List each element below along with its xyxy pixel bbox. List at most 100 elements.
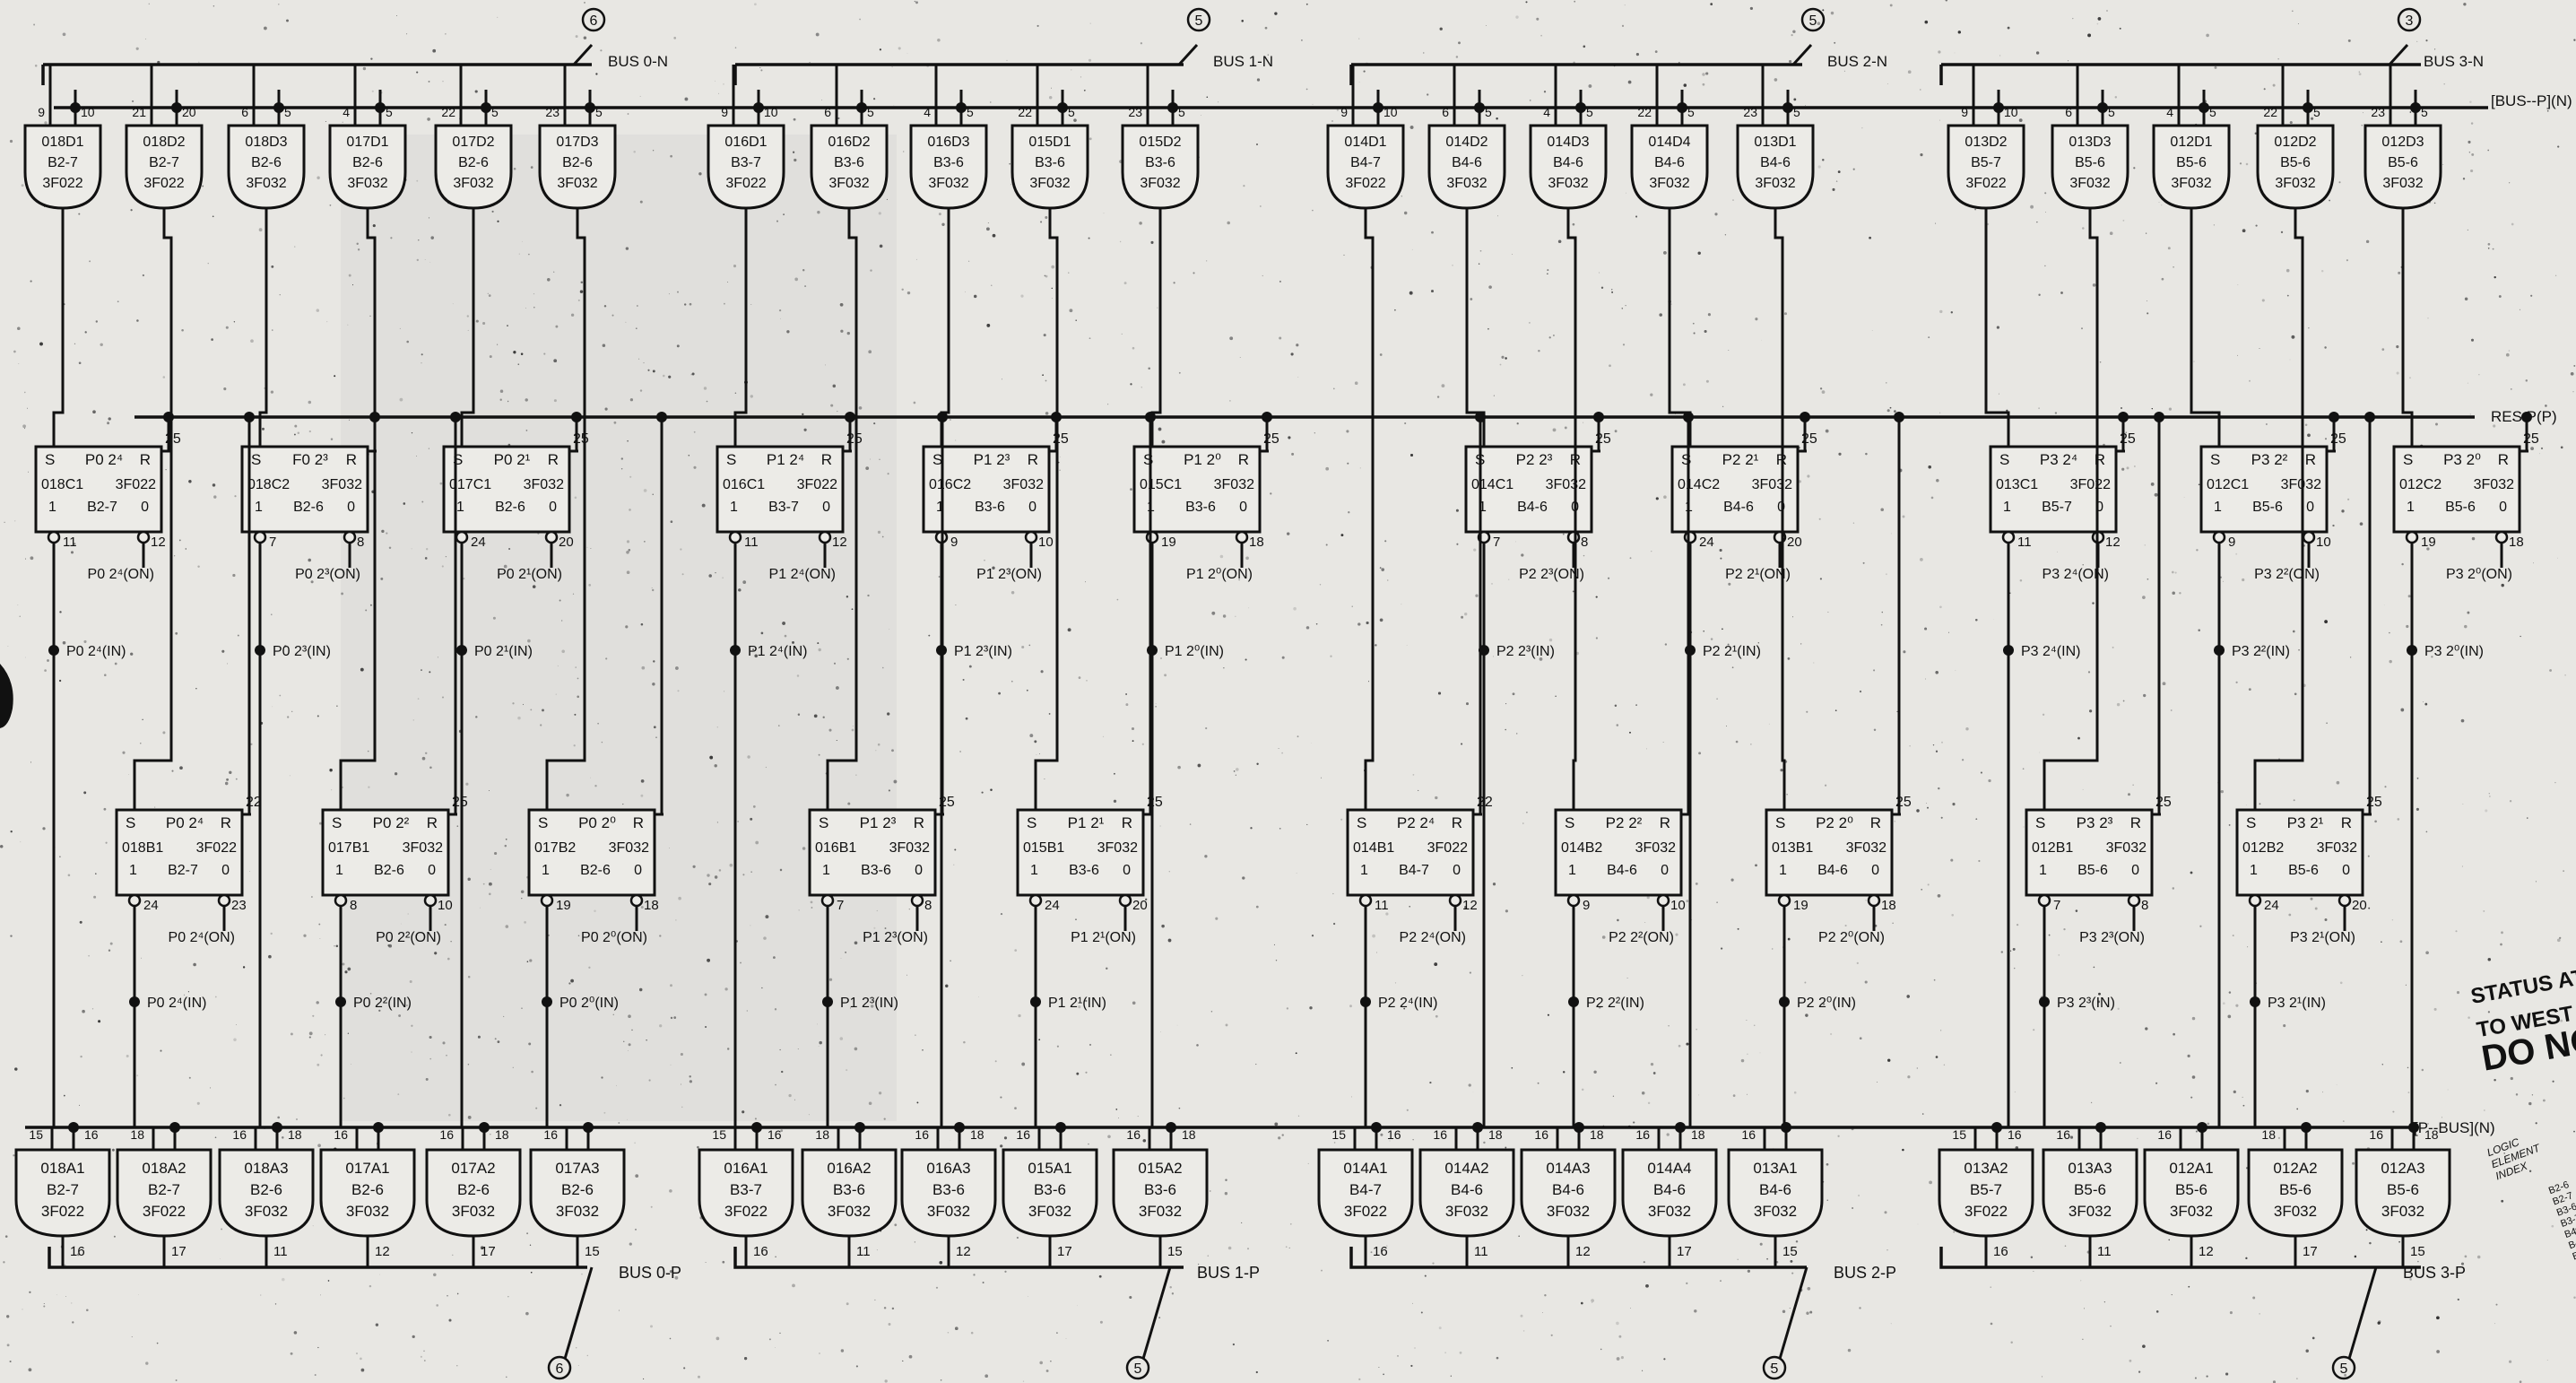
speckle xyxy=(1123,282,1127,285)
speckle xyxy=(1572,222,1575,226)
speckle xyxy=(2112,646,2114,648)
bus-to-p-label: [BUS--P](N) xyxy=(2491,92,2572,109)
speckle xyxy=(575,666,577,668)
speckle xyxy=(540,724,542,726)
speckle xyxy=(2447,1089,2449,1091)
speckle xyxy=(792,1283,795,1288)
speckle xyxy=(1825,784,1827,787)
speckle xyxy=(1496,215,1499,217)
speckle xyxy=(1574,0,1576,3)
speckle xyxy=(2206,33,2209,38)
speckle xyxy=(670,984,672,987)
speckle xyxy=(2434,48,2436,50)
speckle xyxy=(270,390,274,394)
speckle xyxy=(1635,704,1637,706)
speckle xyxy=(2464,1255,2468,1258)
speckle xyxy=(643,489,647,492)
speckle xyxy=(1642,1136,1644,1139)
speckle xyxy=(1515,15,1519,19)
speckle xyxy=(2469,100,2472,103)
speckle xyxy=(492,616,496,620)
speckle xyxy=(303,934,307,937)
speckle xyxy=(670,154,672,158)
speckle xyxy=(175,631,178,635)
speckle xyxy=(1327,1339,1330,1342)
speckle xyxy=(650,1325,653,1328)
pin-number: 10 xyxy=(764,105,778,119)
speckle xyxy=(1088,58,1092,62)
speckle xyxy=(1759,1052,1761,1054)
speckle xyxy=(188,1076,191,1079)
speckle xyxy=(846,1302,849,1306)
speckle xyxy=(922,1049,924,1051)
speckle xyxy=(1332,892,1334,895)
speckle xyxy=(308,400,312,404)
speckle xyxy=(1307,1162,1309,1164)
speckle xyxy=(1386,1245,1388,1247)
speckle xyxy=(947,1331,950,1334)
speckle xyxy=(1080,76,1082,78)
speckle xyxy=(2229,1311,2233,1315)
speckle xyxy=(524,921,526,924)
speckle xyxy=(670,1064,672,1066)
speckle xyxy=(2470,122,2474,125)
speckle xyxy=(277,1116,281,1119)
speckle xyxy=(318,822,322,825)
speckle xyxy=(1205,726,1208,730)
speckle xyxy=(1880,623,1883,626)
speckle xyxy=(1787,657,1791,660)
speckle xyxy=(1085,1071,1088,1074)
speckle xyxy=(2144,544,2146,546)
speckle xyxy=(884,1379,888,1383)
speckle xyxy=(2022,768,2025,770)
speckle xyxy=(626,540,630,544)
speckle xyxy=(561,649,565,654)
speckle xyxy=(644,541,646,543)
gate-location: B3-7 xyxy=(731,155,761,170)
speckle xyxy=(2248,688,2251,692)
speckle xyxy=(1227,221,1230,225)
speckle xyxy=(1843,70,1845,72)
speckle xyxy=(2016,923,2019,926)
speckle xyxy=(1939,119,1940,121)
speckle xyxy=(1045,216,1048,219)
speckle xyxy=(810,900,813,904)
speckle xyxy=(67,874,71,877)
speckle xyxy=(873,926,876,929)
speckle xyxy=(214,996,217,998)
gate-type: 3F032 xyxy=(246,176,286,191)
speckle xyxy=(915,1034,916,1036)
gate-location: B2-6 xyxy=(458,155,489,170)
speckle xyxy=(290,1032,293,1036)
speckle xyxy=(1387,579,1389,581)
speckle xyxy=(913,401,916,404)
speckle xyxy=(881,535,884,538)
speckle xyxy=(145,1361,149,1365)
speckle xyxy=(1293,606,1297,611)
speckle xyxy=(2471,152,2475,156)
speckle xyxy=(1940,816,1943,819)
speckle xyxy=(1155,706,1157,708)
speckle xyxy=(236,1024,237,1025)
speckle xyxy=(625,625,629,629)
speckle xyxy=(877,743,880,746)
speckle xyxy=(937,39,941,42)
speckle xyxy=(714,875,718,879)
speckle xyxy=(1666,1133,1670,1136)
speckle xyxy=(2511,222,2514,226)
speckle xyxy=(2341,509,2345,513)
speckle xyxy=(581,1273,583,1275)
speckle xyxy=(2116,702,2121,707)
speckle xyxy=(2174,571,2177,574)
speckle xyxy=(2221,790,2223,792)
top-bus-label: BUS 2-N xyxy=(1827,53,1887,70)
speckle xyxy=(2082,227,2085,230)
speckle xyxy=(1281,1134,1284,1136)
speckle xyxy=(297,431,300,435)
speckle xyxy=(444,924,447,926)
speckle xyxy=(659,1024,663,1028)
speckle xyxy=(2425,951,2429,955)
speckle xyxy=(2285,268,2290,273)
speckle xyxy=(588,966,591,969)
speckle xyxy=(1160,1031,1161,1032)
